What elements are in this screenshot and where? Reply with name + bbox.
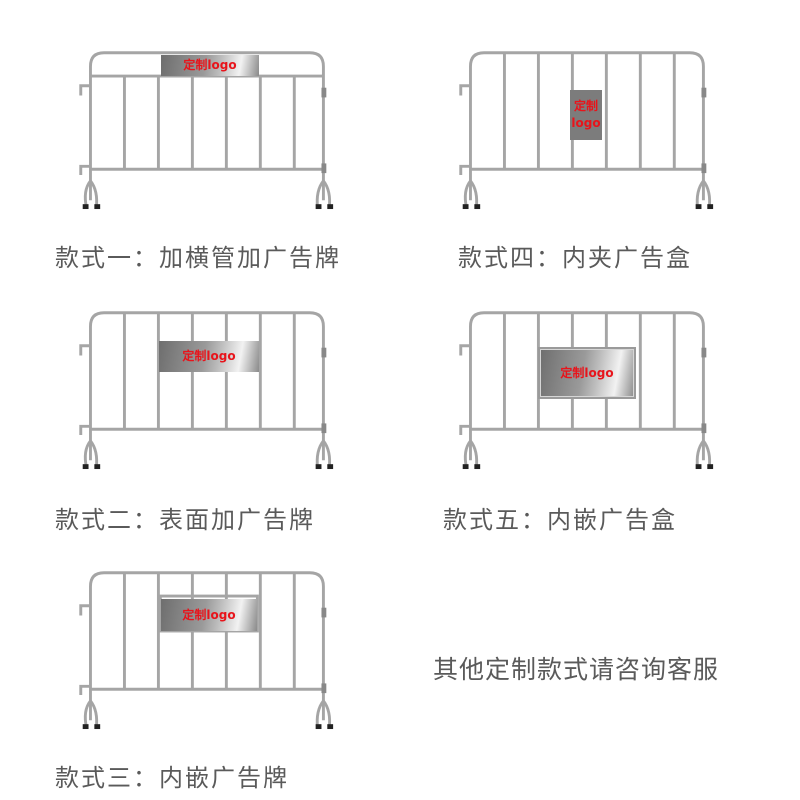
style-5-caption: 款式五：内嵌广告盒 — [443, 506, 677, 534]
logo-text-line1: 定制 — [573, 99, 598, 114]
logo-text: 定制logo — [560, 365, 614, 380]
barrier-image — [79, 311, 334, 470]
logo-panel: 定制logo — [161, 599, 257, 631]
logo-text: 定制logo — [182, 349, 236, 364]
logo-text: 定制logo — [183, 58, 237, 73]
logo-text-line2: logo — [571, 116, 601, 130]
barrier-image — [459, 311, 714, 470]
barrier-image — [79, 51, 334, 210]
style-2-caption: 款式二：表面加广告牌 — [55, 506, 315, 534]
logo-panel: 定制logo — [161, 55, 259, 76]
logo-panel: 定制logo — [159, 341, 259, 372]
barrier-image — [79, 571, 334, 730]
logo-panel: 定制 logo — [570, 90, 602, 140]
style-1-caption: 款式一：加横管加广告牌 — [55, 244, 341, 272]
logo-box: 定制logo — [538, 347, 636, 399]
logo-text: 定制logo — [182, 607, 236, 622]
style-3-caption: 款式三：内嵌广告牌 — [55, 764, 289, 792]
style-4-caption: 款式四：内夹广告盒 — [458, 244, 692, 272]
barrier-image — [459, 51, 714, 210]
custom-inquiry-note: 其他定制款式请咨询客服 — [433, 655, 720, 684]
